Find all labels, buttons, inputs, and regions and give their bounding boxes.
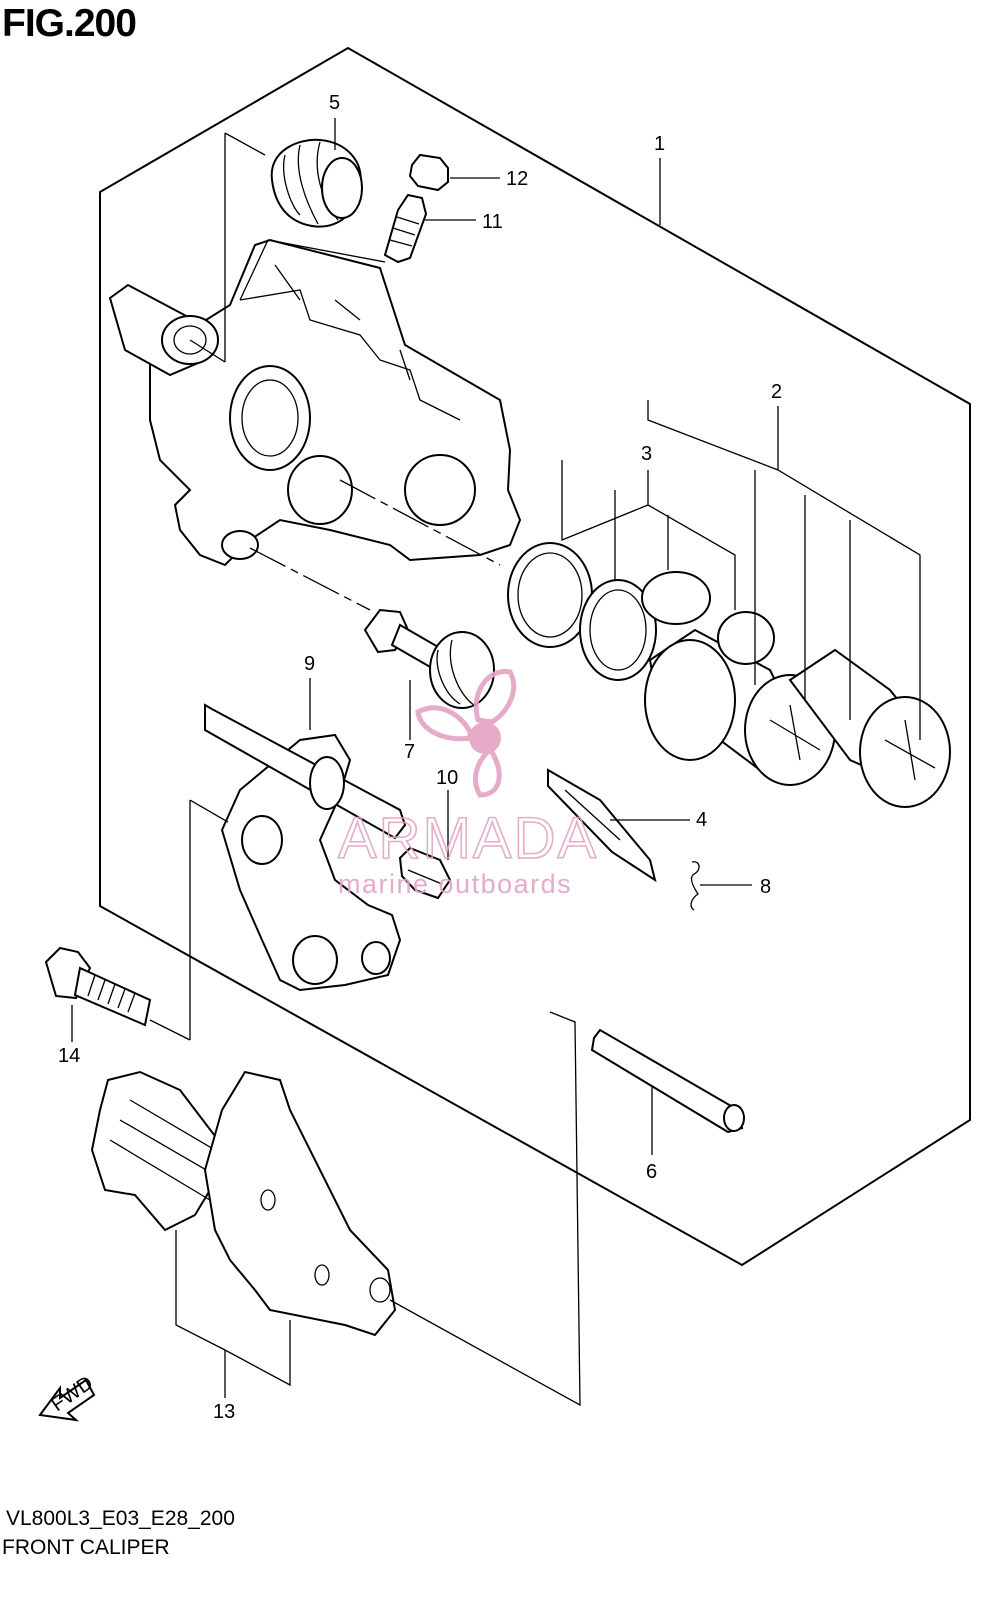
callout-3: 3 <box>641 443 652 465</box>
clip-part-8 <box>690 861 700 911</box>
callout-12: 12 <box>506 168 528 190</box>
callout-4: 4 <box>696 809 707 831</box>
callout-1: 1 <box>654 133 665 155</box>
slide-pin-part-7 <box>363 608 495 709</box>
assembly-outline <box>99 46 971 1267</box>
callout-10: 10 <box>436 767 458 789</box>
callout-13: 13 <box>213 1401 235 1423</box>
fwd-arrow-icon <box>38 1378 96 1422</box>
callout-9: 9 <box>304 653 315 675</box>
watermark-brand: ARMADA <box>338 806 598 871</box>
figure-title: FIG.200 <box>2 2 137 45</box>
bleeder-valve-part-11 <box>383 193 428 264</box>
piston-part-2 <box>644 628 951 808</box>
piston-seal-part-3 <box>507 542 775 681</box>
pad-pin-part-6 <box>590 1028 745 1134</box>
callout-5: 5 <box>329 92 340 114</box>
diagram-title: FRONT CALIPER <box>2 1536 170 1559</box>
brake-pad-set-part-13 <box>90 1070 397 1337</box>
caliper-body-part <box>108 238 522 567</box>
bleeder-cap-part-12 <box>408 153 449 192</box>
propeller-logo-icon <box>415 669 517 798</box>
boot-part-5 <box>270 138 363 228</box>
callout-14: 14 <box>58 1045 80 1067</box>
mounting-bolt-part-14 <box>44 946 152 1027</box>
callout-2: 2 <box>771 381 782 403</box>
bracket-part-9 <box>204 703 407 992</box>
watermark: ARMADA marine outboards <box>337 669 598 899</box>
callout-11: 11 <box>482 211 503 233</box>
callout-7: 7 <box>404 741 415 763</box>
leader-lines <box>71 118 921 1407</box>
diagram-code: VL800L3_E03_E28_200 <box>6 1507 235 1530</box>
watermark-tagline: marine outboards <box>338 869 572 899</box>
callout-8: 8 <box>760 876 771 898</box>
callout-6: 6 <box>646 1161 657 1183</box>
pad-shim-part-4 <box>547 768 657 883</box>
pad-spring-part-10 <box>398 846 452 900</box>
